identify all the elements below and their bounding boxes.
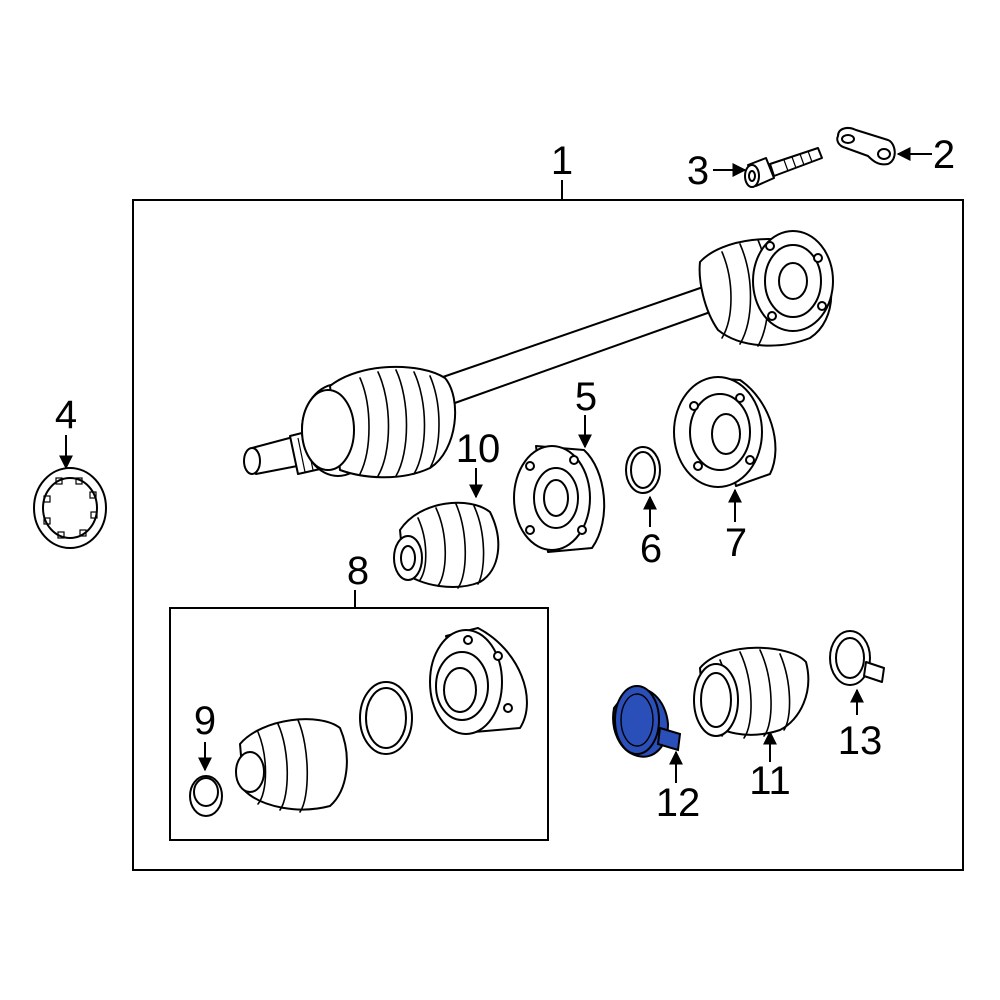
callout-6: 6 xyxy=(640,527,662,571)
clamp-13 xyxy=(829,630,885,686)
kit-boot xyxy=(235,718,348,813)
inner-joint xyxy=(673,376,777,488)
flange xyxy=(513,445,606,553)
clamp-12-highlighted[interactable] xyxy=(612,685,682,758)
callout-8: 8 xyxy=(347,549,369,593)
kit-seal-ring xyxy=(359,681,413,755)
snap-ring xyxy=(625,446,661,494)
axle-shaft-assembly xyxy=(243,230,834,479)
kit-cap-9 xyxy=(189,775,223,817)
callout-10: 10 xyxy=(456,427,501,471)
callout-12: 12 xyxy=(656,781,701,825)
callout-5: 5 xyxy=(575,375,597,419)
leader-lines xyxy=(59,147,932,783)
kit-flange xyxy=(429,627,528,735)
callout-1: 1 xyxy=(551,139,573,183)
kit-frame xyxy=(169,607,549,841)
callout-labels: 1 2 3 4 5 6 7 8 9 10 11 12 13 xyxy=(55,133,955,825)
locking-ring xyxy=(33,467,107,549)
boot-10 xyxy=(393,501,500,589)
callout-13: 13 xyxy=(838,719,883,763)
callout-4: 4 xyxy=(55,393,77,437)
bolt xyxy=(744,147,823,188)
assembly-frame xyxy=(132,199,964,871)
callout-9: 9 xyxy=(194,699,216,743)
boot-11 xyxy=(693,646,810,739)
callout-7: 7 xyxy=(725,521,747,565)
bracket xyxy=(836,127,896,166)
callout-11: 11 xyxy=(749,759,791,803)
callout-3: 3 xyxy=(687,149,709,193)
callout-2: 2 xyxy=(933,133,955,177)
